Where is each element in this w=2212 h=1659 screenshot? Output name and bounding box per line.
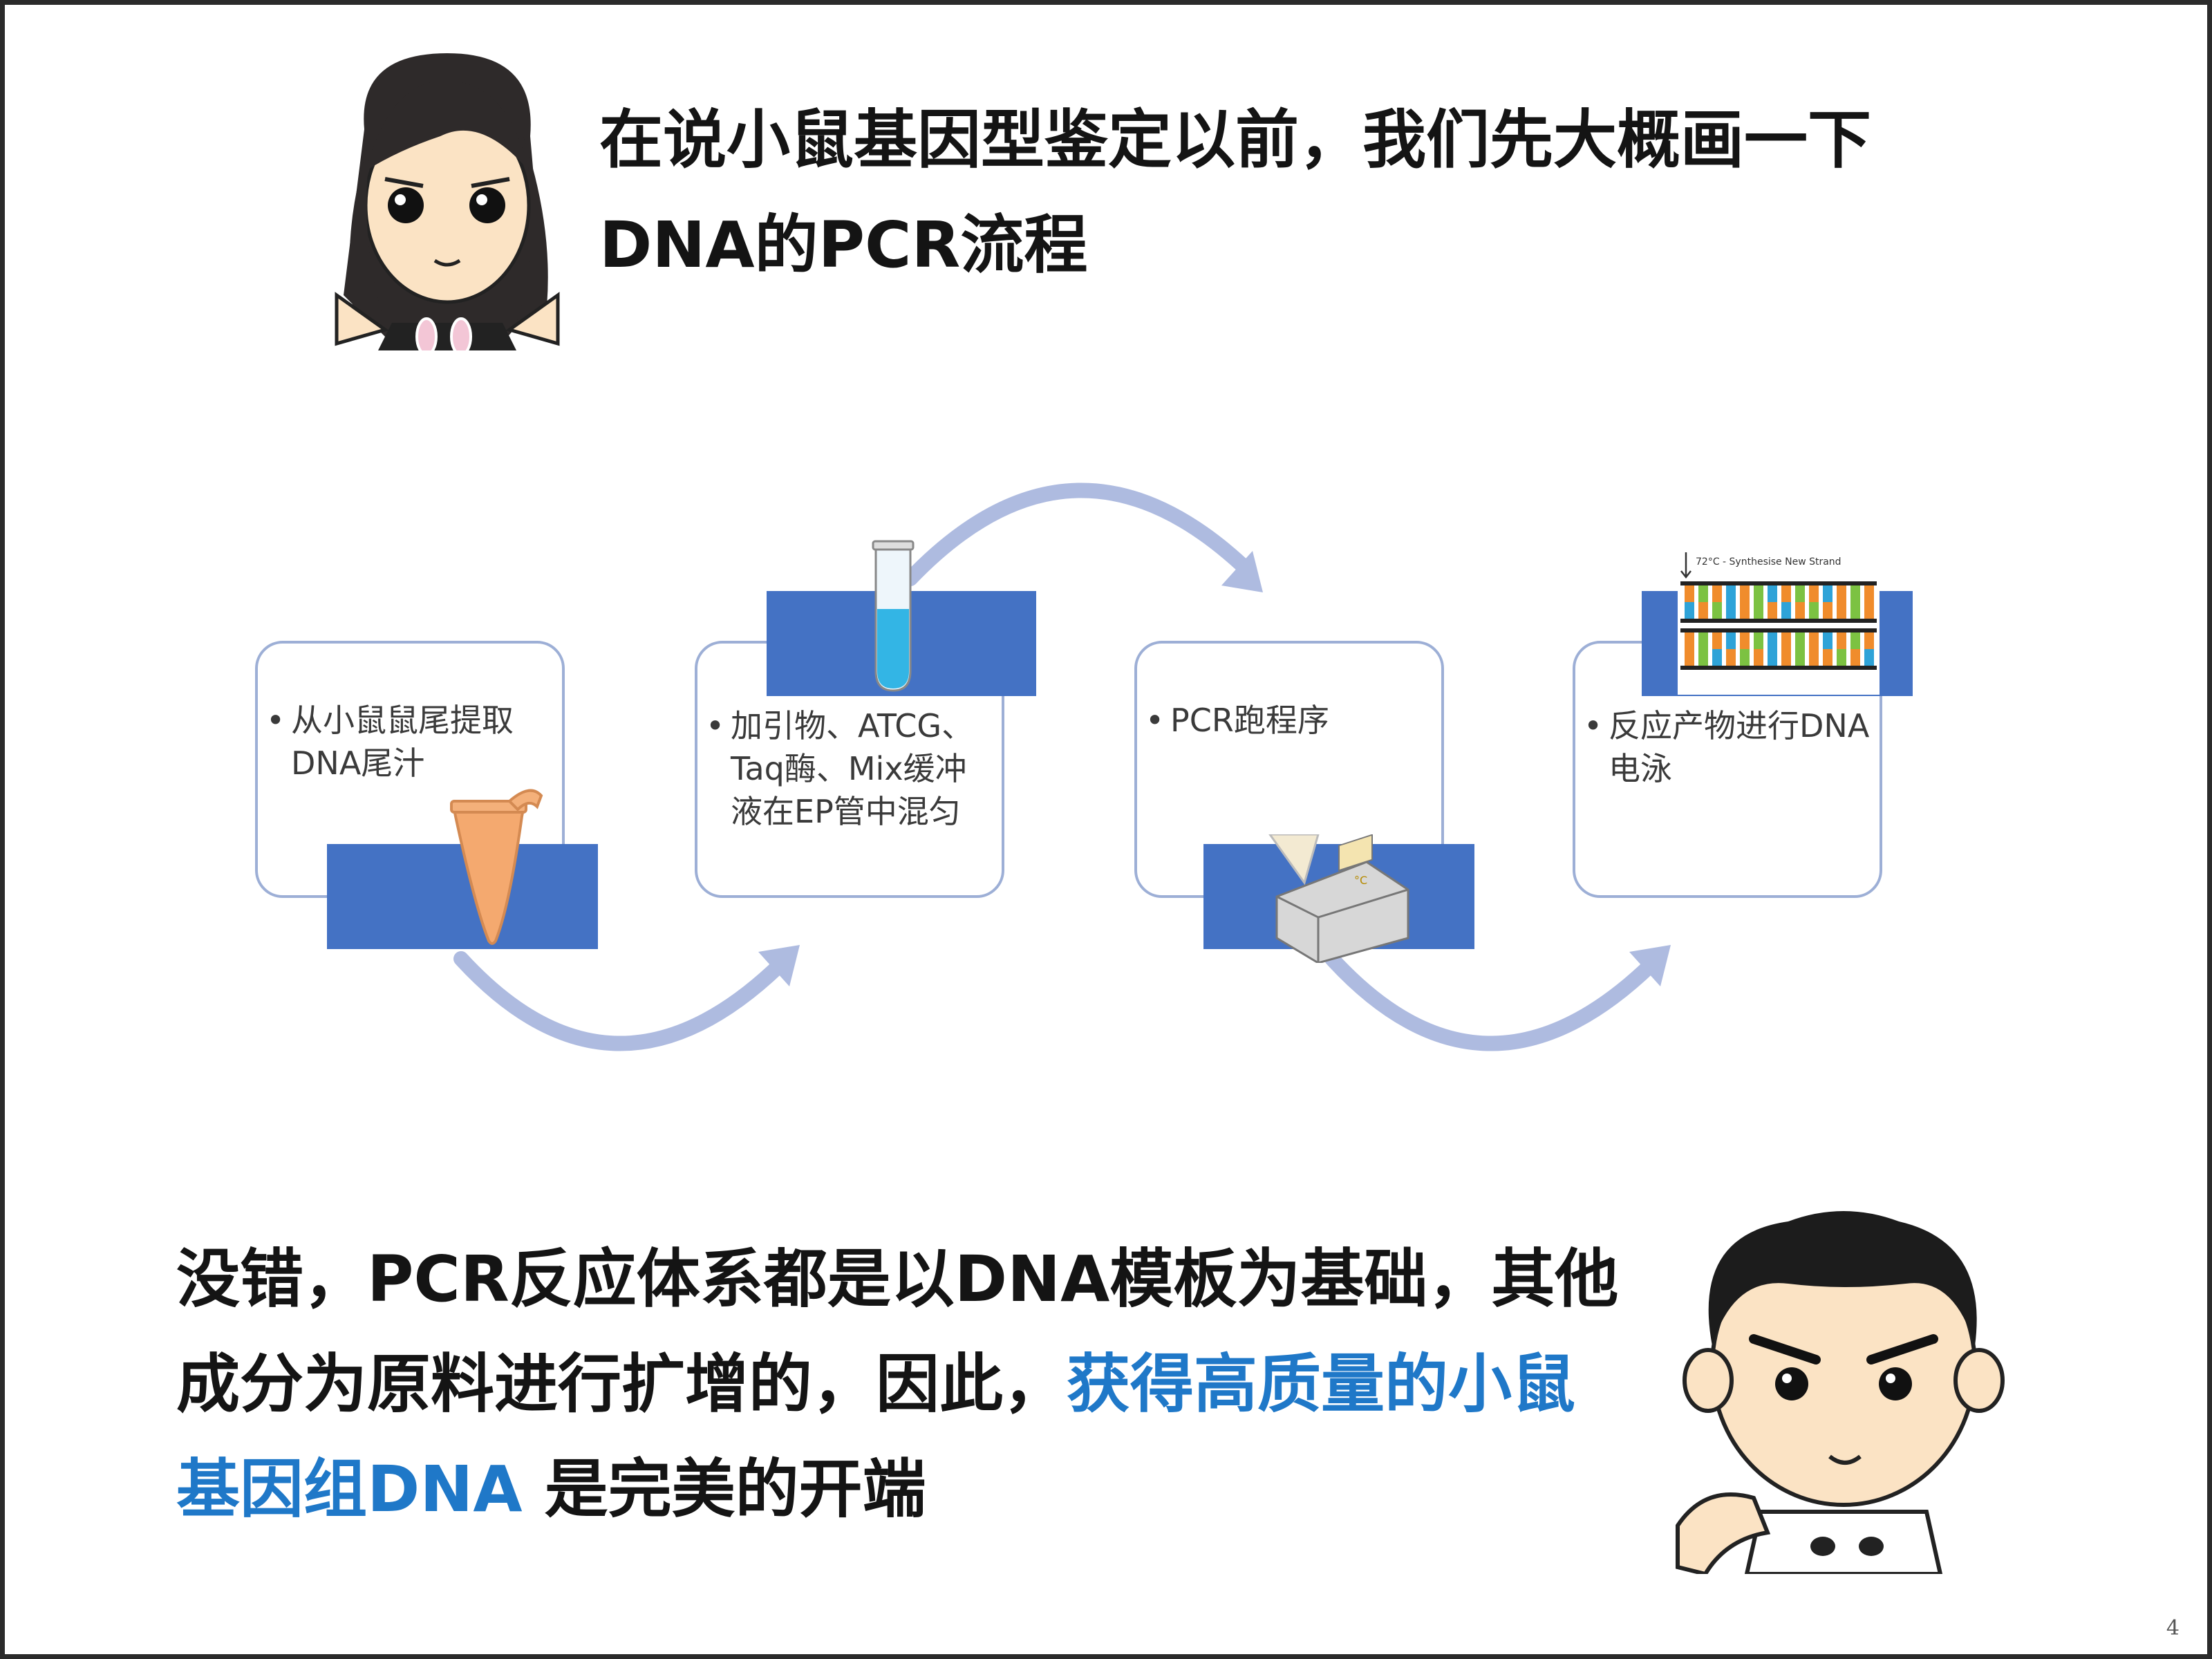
girl-avatar: [335, 53, 560, 350]
boy-avatar: [1676, 1211, 2005, 1574]
page-number: 4: [2166, 1616, 2180, 1640]
flow-arrows: [453, 482, 1671, 1051]
arrow-head-2: [1221, 551, 1263, 592]
bullet: •: [266, 702, 285, 739]
highlight-text: 获得高质量的小鼠基因组DNA: [176, 1347, 1576, 1526]
arrow-head-3: [1629, 945, 1671, 986]
step-text-1: • 从小鼠鼠尾提取DNA尾汁: [266, 699, 556, 785]
bullet: •: [1145, 702, 1165, 739]
dna-caption: 72°C - Synthesise New Strand: [1696, 556, 1841, 568]
ep-tube-icon: [450, 789, 543, 945]
step-bar-1: [327, 844, 598, 949]
bullet: •: [706, 707, 725, 744]
pcr-machine-icon: °C: [1268, 834, 1409, 963]
step-text-3: • PCR跑程序: [1145, 699, 1436, 742]
arrow-step2-to-step3: [903, 482, 1257, 586]
bottom-message: 没错，PCR反应体系都是以DNA模板为基础，其他成分为原料进行扩增的，因此，获得…: [176, 1242, 1619, 1526]
down-arrow-icon: [1680, 552, 1691, 579]
arrow-head-1: [758, 945, 800, 986]
top-message: 在说小鼠基因型鉴定以前，我们先大概画一下DNA的PCR流程: [599, 103, 1872, 282]
dna-strands: [1680, 581, 1877, 670]
bullet: •: [1584, 707, 1603, 744]
dna-strand-image: 72°C - Synthesise New Strand: [1678, 548, 1880, 695]
svg-text:°C: °C: [1354, 874, 1367, 887]
test-tube-icon: [872, 540, 915, 692]
step-text-2: • 加引物、ATCG、Taq酶、Mix缓冲液在EP管中混匀: [706, 704, 996, 833]
step-text-4: • 反应产物进行DNA电泳: [1584, 704, 1874, 790]
arrow-step3-to-step4: [1324, 951, 1658, 1051]
arrow-step1-to-step2: [453, 951, 787, 1051]
